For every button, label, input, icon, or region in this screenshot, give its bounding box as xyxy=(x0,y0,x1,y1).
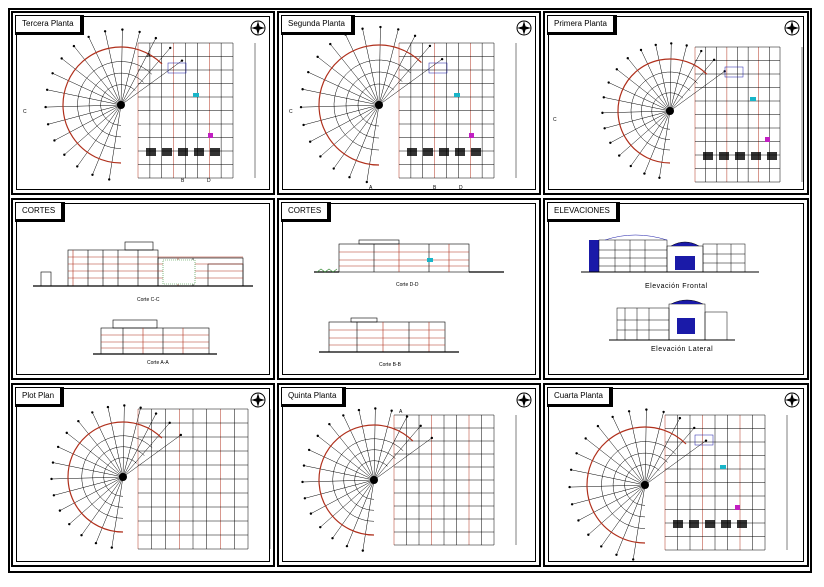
panel-cortes-right: CORTES Corte D-D xyxy=(277,198,541,380)
panel-title: Tercera Planta xyxy=(15,15,84,35)
north-arrow-icon xyxy=(515,391,533,409)
panel-title: CORTES xyxy=(15,202,66,222)
caption-corte-bb: Corte B-B xyxy=(379,362,401,368)
section-marker-c: C xyxy=(289,109,293,115)
drawing-sheet-border xyxy=(8,8,812,573)
panel-title: Plot Plan xyxy=(15,387,65,407)
plot-plan-drawing xyxy=(50,404,271,550)
section-marker-b: B xyxy=(433,185,437,191)
north-arrow-icon xyxy=(783,391,801,409)
floor-plan-drawing xyxy=(568,408,788,561)
caption-elevacion-frontal: Elevación Frontal xyxy=(645,283,708,290)
section-marker-c: C xyxy=(23,109,27,115)
section-marker-a: A xyxy=(147,53,151,59)
elevation-drawing xyxy=(581,234,759,341)
elevacion-frontal-drawing xyxy=(581,234,759,273)
panel-title: Cuarta Planta xyxy=(547,387,613,407)
elevacion-lateral-drawing xyxy=(609,299,735,341)
caption-corte-cc: Corte C-C xyxy=(137,297,160,303)
panel-primera-planta: Primera Planta C xyxy=(543,11,809,195)
section-marker-b: B xyxy=(181,178,185,184)
section-drawing xyxy=(314,239,504,353)
caption-elevacion-lateral: Elevación Lateral xyxy=(651,346,714,353)
panel-title: CORTES xyxy=(281,202,332,222)
panel-cortes-left: CORTES xyxy=(11,198,275,380)
panel-quinta-planta: Quinta Planta A xyxy=(277,383,541,567)
floor-plan-drawing xyxy=(601,42,803,183)
panel-title: Primera Planta xyxy=(547,15,617,35)
floor-plan-drawing xyxy=(299,25,517,184)
corte-cc-drawing xyxy=(33,241,253,287)
panel-segunda-planta: Segunda Planta C A B D xyxy=(277,11,541,195)
panel-title: Segunda Planta xyxy=(281,15,355,35)
panel-tercera-planta: Tercera Planta C A B D xyxy=(11,11,275,195)
panel-elevaciones: ELEVACIONES Elevación Frontal xyxy=(543,198,809,380)
north-arrow-icon xyxy=(249,19,267,37)
panel-title: ELEVACIONES xyxy=(547,202,620,222)
corte-bb-drawing xyxy=(319,317,459,353)
section-drawing xyxy=(33,241,253,355)
caption-corte-aa: Corte A-A xyxy=(147,360,169,366)
floor-plan-drawing xyxy=(44,28,256,181)
panel-plot-plan: Plot Plan xyxy=(11,383,275,567)
section-marker-d: D xyxy=(459,185,463,191)
section-marker-a: A xyxy=(369,185,373,191)
corte-dd-drawing xyxy=(314,239,504,273)
north-arrow-icon xyxy=(783,19,801,37)
section-marker-c: C xyxy=(553,117,557,123)
section-marker-a: A xyxy=(399,409,403,415)
north-arrow-icon xyxy=(515,19,533,37)
section-marker-d: D xyxy=(207,178,211,184)
panel-title: Quinta Planta xyxy=(281,387,347,407)
caption-corte-dd: Corte D-D xyxy=(396,282,419,288)
corte-aa-drawing xyxy=(93,319,217,355)
panel-cuarta-planta: Cuarta Planta xyxy=(543,383,809,567)
north-arrow-icon xyxy=(249,391,267,409)
floor-plan-drawing xyxy=(301,407,517,552)
